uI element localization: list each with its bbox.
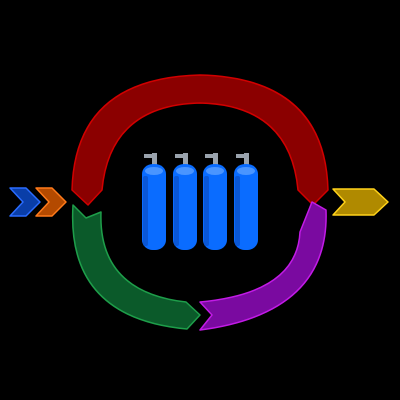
input-chevron-orange bbox=[35, 187, 67, 217]
gas-cylinder bbox=[234, 153, 258, 250]
input-chevron-blue bbox=[9, 187, 41, 217]
output-chevron-gold bbox=[332, 188, 389, 216]
bottom-right-segment bbox=[199, 201, 327, 331]
gas-cylinder bbox=[173, 153, 197, 250]
gas-cylinder bbox=[203, 153, 227, 250]
gas-cylinder bbox=[142, 153, 166, 250]
top-segment bbox=[71, 74, 329, 206]
bottom-left-segment bbox=[71, 204, 201, 330]
gas-cylinders-icon bbox=[142, 153, 258, 250]
